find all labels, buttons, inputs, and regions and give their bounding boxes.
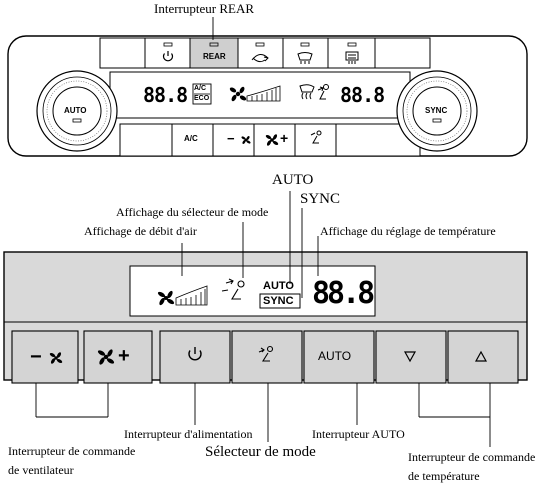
callout-airflow-display: Affichage de débit d'air [84,224,197,238]
power-icon [188,347,202,361]
callout-rear-switch: Interrupteur REAR [154,1,255,16]
down-triangle-icon [403,351,417,363]
lcd-sync: SYNC [263,295,294,307]
rear-defrost-icon [345,51,359,64]
power-icon [162,51,174,62]
callout-power-switch: Interrupteur d'alimentation [124,427,253,441]
callout-mode-display: Affichage du sélecteur de mode [116,205,269,219]
callout-temp-display: Affichage du réglage de température [320,224,496,238]
fan-icon [229,86,247,102]
right-temperature-display: 88.8 [340,83,385,107]
ac-eco-top-label: A/C [194,85,207,92]
fan-down-button[interactable]: − [30,346,42,368]
airflow-mode-icon [310,130,322,144]
callout-auto: AUTO [272,172,314,188]
callout-auto-switch: Interrupteur AUTO [312,427,405,441]
callout-temp-switch-line2: de température [408,469,480,483]
fan-up-button[interactable]: + [118,345,130,367]
lcd-temperature: 88.8 [312,276,375,311]
callout-sync: SYNC [300,191,341,207]
airflow-mode-icon [317,84,329,100]
callout-fan-switch-line1: Interrupteur de commande [8,444,136,458]
left-temperature-dial [36,70,118,152]
power-button[interactable] [160,331,230,383]
top-ac-button: A/C [184,134,198,143]
callout-lines [35,17,491,447]
fan-icon [241,136,251,144]
right-temperature-dial [396,70,478,152]
bottom-control-panel [3,251,528,384]
airflow-level-bars [246,85,281,102]
lcd-display [129,265,376,317]
rear-button-label: REAR [203,52,226,61]
top-control-panel [7,35,528,157]
callout-fan-switch-line2: de ventilateur [8,463,74,477]
ac-eco-bottom-label: ECO [194,95,210,102]
mode-selector-button[interactable] [232,331,302,383]
recirculation-icon [251,54,269,63]
auto-button[interactable]: AUTO [318,349,352,363]
fan-icon [97,349,115,365]
callout-mode-selector: Sélecteur de mode [205,444,316,460]
left-temperature-display: 88.8 [143,83,188,107]
fan-icon [265,134,279,146]
lcd-auto: AUTO [263,280,294,292]
left-dial-label: AUTO [64,106,87,115]
airflow-mode-icon [258,345,274,362]
airflow-level-bars [175,285,208,306]
fan-icon [157,290,175,306]
fan-icon [49,352,63,364]
top-fan-plus: + [280,130,289,146]
up-triangle-icon [474,350,488,362]
airflow-mode-icon [221,278,245,300]
windshield-defrost-icon [299,84,315,100]
top-fan-minus: − [227,131,235,146]
temperature-down-button[interactable] [376,331,446,383]
temperature-up-button[interactable] [448,331,518,383]
right-dial-label: SYNC [425,106,448,115]
defrost-icon [297,52,313,64]
callout-temp-switch-line1: Interrupteur de commande [408,450,536,464]
